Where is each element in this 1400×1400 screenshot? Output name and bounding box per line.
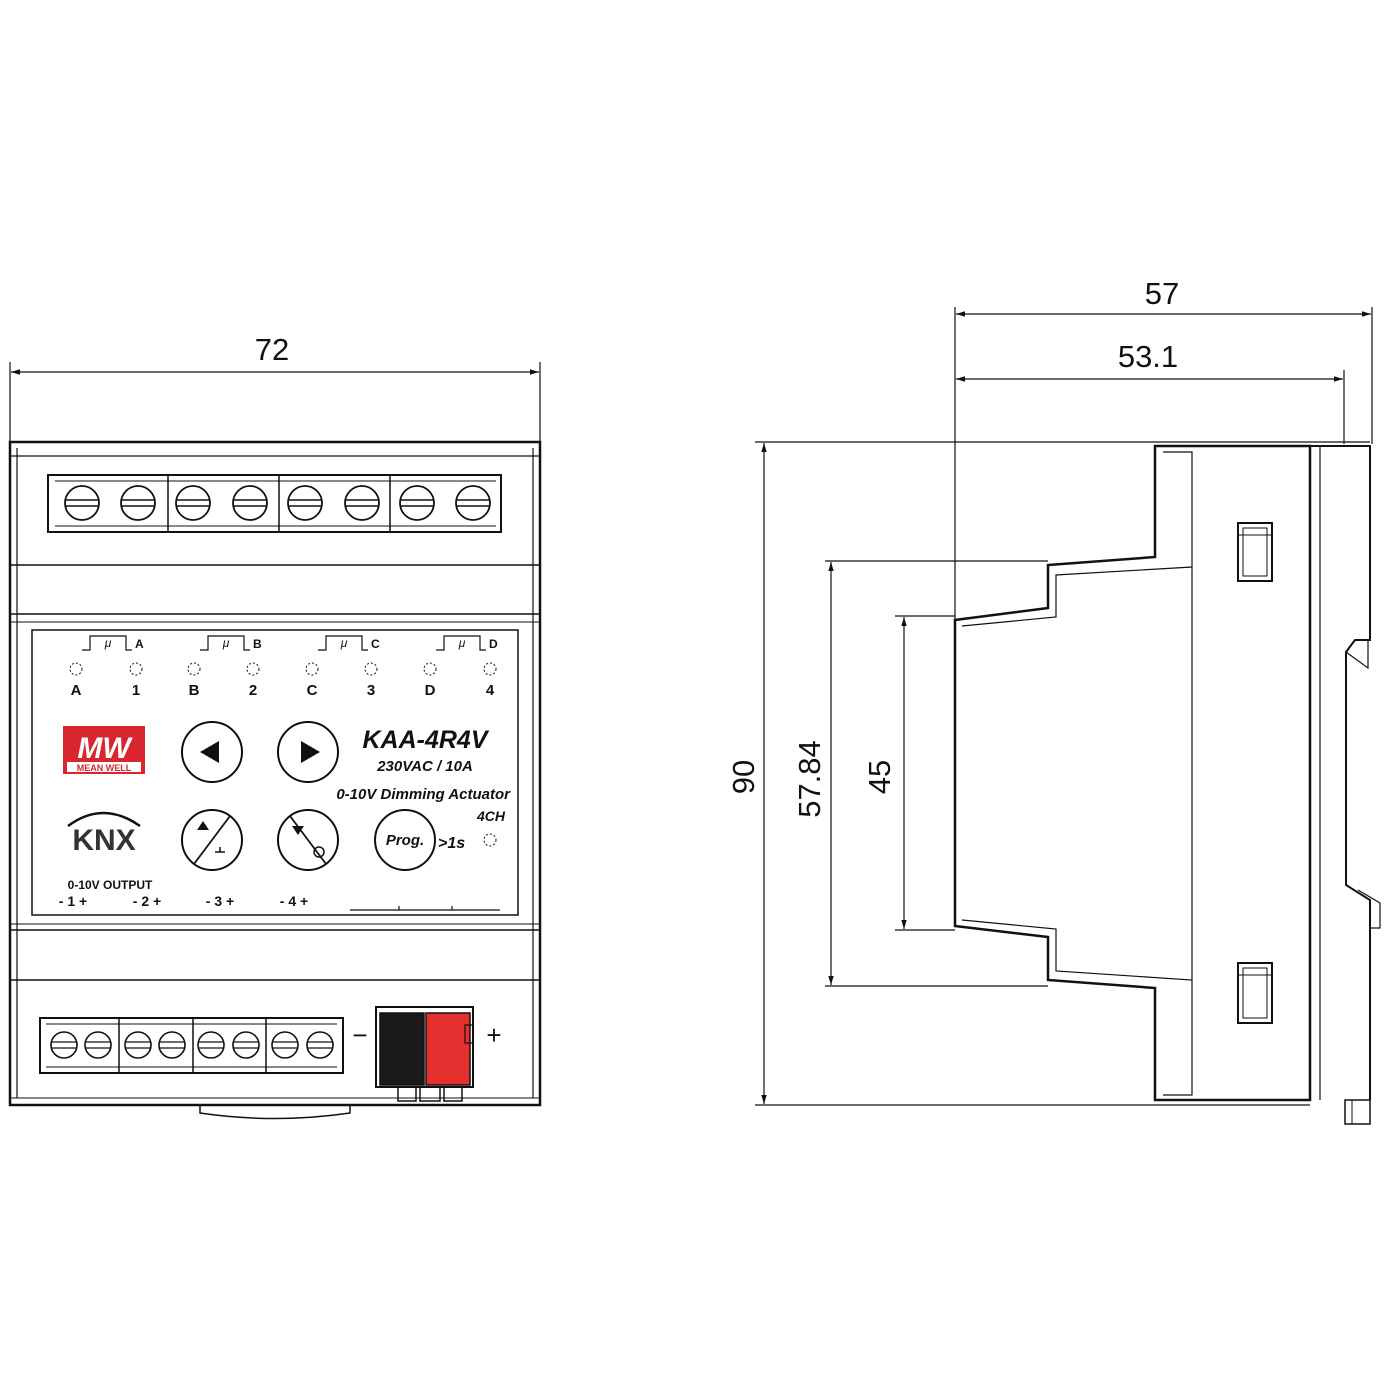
mw-logo-text: MW: [77, 732, 133, 765]
output-title: 0-10V OUTPUT: [68, 878, 153, 892]
off-button[interactable]: [277, 809, 339, 871]
led-indicator: [364, 662, 378, 676]
model-name: KAA-4R4V: [362, 726, 489, 754]
output-channel-label: - 4 +: [280, 893, 308, 909]
side-window-bottom: [1237, 962, 1273, 1024]
bottom-screw: [271, 1031, 299, 1059]
model-channels: 4CH: [476, 808, 506, 824]
dim-height-label: 90: [726, 760, 761, 794]
led-label: 1: [132, 682, 140, 699]
top-screw: [175, 485, 211, 521]
bottom-screw: [124, 1031, 152, 1059]
bottom-terminal-block: [39, 1017, 344, 1074]
relay-symbol-a: μ A: [82, 635, 144, 651]
bottom-screw: [232, 1031, 260, 1059]
relay-symbol-d: μ D: [436, 635, 498, 651]
dim-rail-label: 45: [862, 760, 897, 794]
svg-text:μ: μ: [458, 636, 466, 650]
triangle-left-icon: [200, 741, 219, 763]
mean-well-text: MEAN WELL: [77, 763, 132, 773]
svg-text:μ: μ: [222, 636, 230, 650]
knx-logo-text: KNX: [72, 824, 135, 857]
top-terminal-block: [47, 474, 502, 533]
dimension-step: 57.84: [792, 560, 1048, 987]
dimension-depth: 57: [954, 276, 1373, 620]
top-screw: [120, 485, 156, 521]
led-label: 3: [367, 682, 375, 699]
side-profile: [953, 444, 1381, 1125]
bottom-screw: [50, 1031, 78, 1059]
prog-button[interactable]: Prog.: [374, 809, 436, 871]
prog-hint: >1s: [438, 835, 465, 852]
left-arrow-button[interactable]: [181, 721, 243, 783]
led-label: D: [425, 682, 436, 699]
dimension-depth-inner: 53.1: [956, 339, 1345, 444]
led-indicator: [187, 662, 201, 676]
led-indicator: [246, 662, 260, 676]
svg-text:D: D: [489, 637, 498, 651]
led-indicator: [129, 662, 143, 676]
on-button[interactable]: [181, 809, 243, 871]
bottom-screw: [84, 1031, 112, 1059]
led-label: A: [71, 682, 82, 699]
blank-fields: [350, 906, 500, 911]
svg-text:C: C: [371, 637, 380, 651]
right-arrow-button[interactable]: [277, 721, 339, 783]
triangle-right-icon: [301, 741, 320, 763]
side-window-top: [1237, 522, 1273, 582]
svg-text:μ: μ: [104, 636, 112, 650]
dim-depth-label: 57: [1145, 276, 1179, 311]
relay-symbol-b: μ B: [200, 635, 262, 651]
prog-button-label: Prog.: [386, 832, 424, 849]
top-screw: [232, 485, 268, 521]
knx-logo: KNX: [67, 811, 141, 857]
prog-led: [483, 833, 497, 847]
led-indicator: [305, 662, 319, 676]
model-rating: 230VAC / 10A: [376, 758, 473, 775]
bus-plus-label: +: [486, 1020, 501, 1050]
off-slash-icon: [289, 815, 327, 865]
led-label: 4: [486, 682, 495, 699]
dim-depth-inner-label: 53.1: [1118, 339, 1178, 374]
top-screw: [287, 485, 323, 521]
side-view: 57 53.1 90 57.84 45: [726, 276, 1381, 1125]
top-screw: [455, 485, 491, 521]
top-screw: [64, 485, 100, 521]
svg-text:A: A: [135, 637, 144, 651]
svg-text:B: B: [253, 637, 262, 651]
output-channel-label: - 1 +: [59, 893, 87, 909]
led-indicator: [483, 662, 497, 676]
output-channel-label: - 2 +: [133, 893, 161, 909]
led-label: B: [189, 682, 200, 699]
knx-bus-terminal: − +: [352, 1006, 502, 1102]
led-indicator: [69, 662, 83, 676]
dim-step-label: 57.84: [792, 740, 827, 818]
bus-minus-label: −: [352, 1020, 367, 1050]
top-screw: [399, 485, 435, 521]
bus-terminal-red: [426, 1013, 470, 1085]
dimension-width: 72: [9, 332, 541, 444]
dim-width-label: 72: [255, 332, 289, 367]
relay-symbol-c: μ C: [318, 635, 380, 651]
output-channel-label: - 3 +: [206, 893, 234, 909]
led-label: C: [307, 682, 318, 699]
dimension-rail: 45: [862, 615, 955, 931]
led-label: 2: [249, 682, 257, 699]
dimension-height: 90: [726, 441, 1370, 1106]
bottom-screw: [158, 1031, 186, 1059]
led-row: A 1 B 2 C 3 D 4: [69, 662, 497, 699]
on-slash-icon: [193, 815, 231, 865]
front-housing: [8, 440, 542, 1120]
top-screw: [344, 485, 380, 521]
led-indicator: [423, 662, 437, 676]
mean-well-logo: MW MEAN WELL: [63, 726, 145, 774]
front-view: 72: [8, 332, 542, 1120]
model-description: 0-10V Dimming Actuator: [336, 786, 511, 803]
svg-text:μ: μ: [340, 636, 348, 650]
bottom-screw: [197, 1031, 225, 1059]
front-label-panel: μ A μ B μ C μ D: [31, 629, 519, 916]
bottom-screw: [306, 1031, 334, 1059]
bus-terminal-black: [380, 1013, 424, 1085]
